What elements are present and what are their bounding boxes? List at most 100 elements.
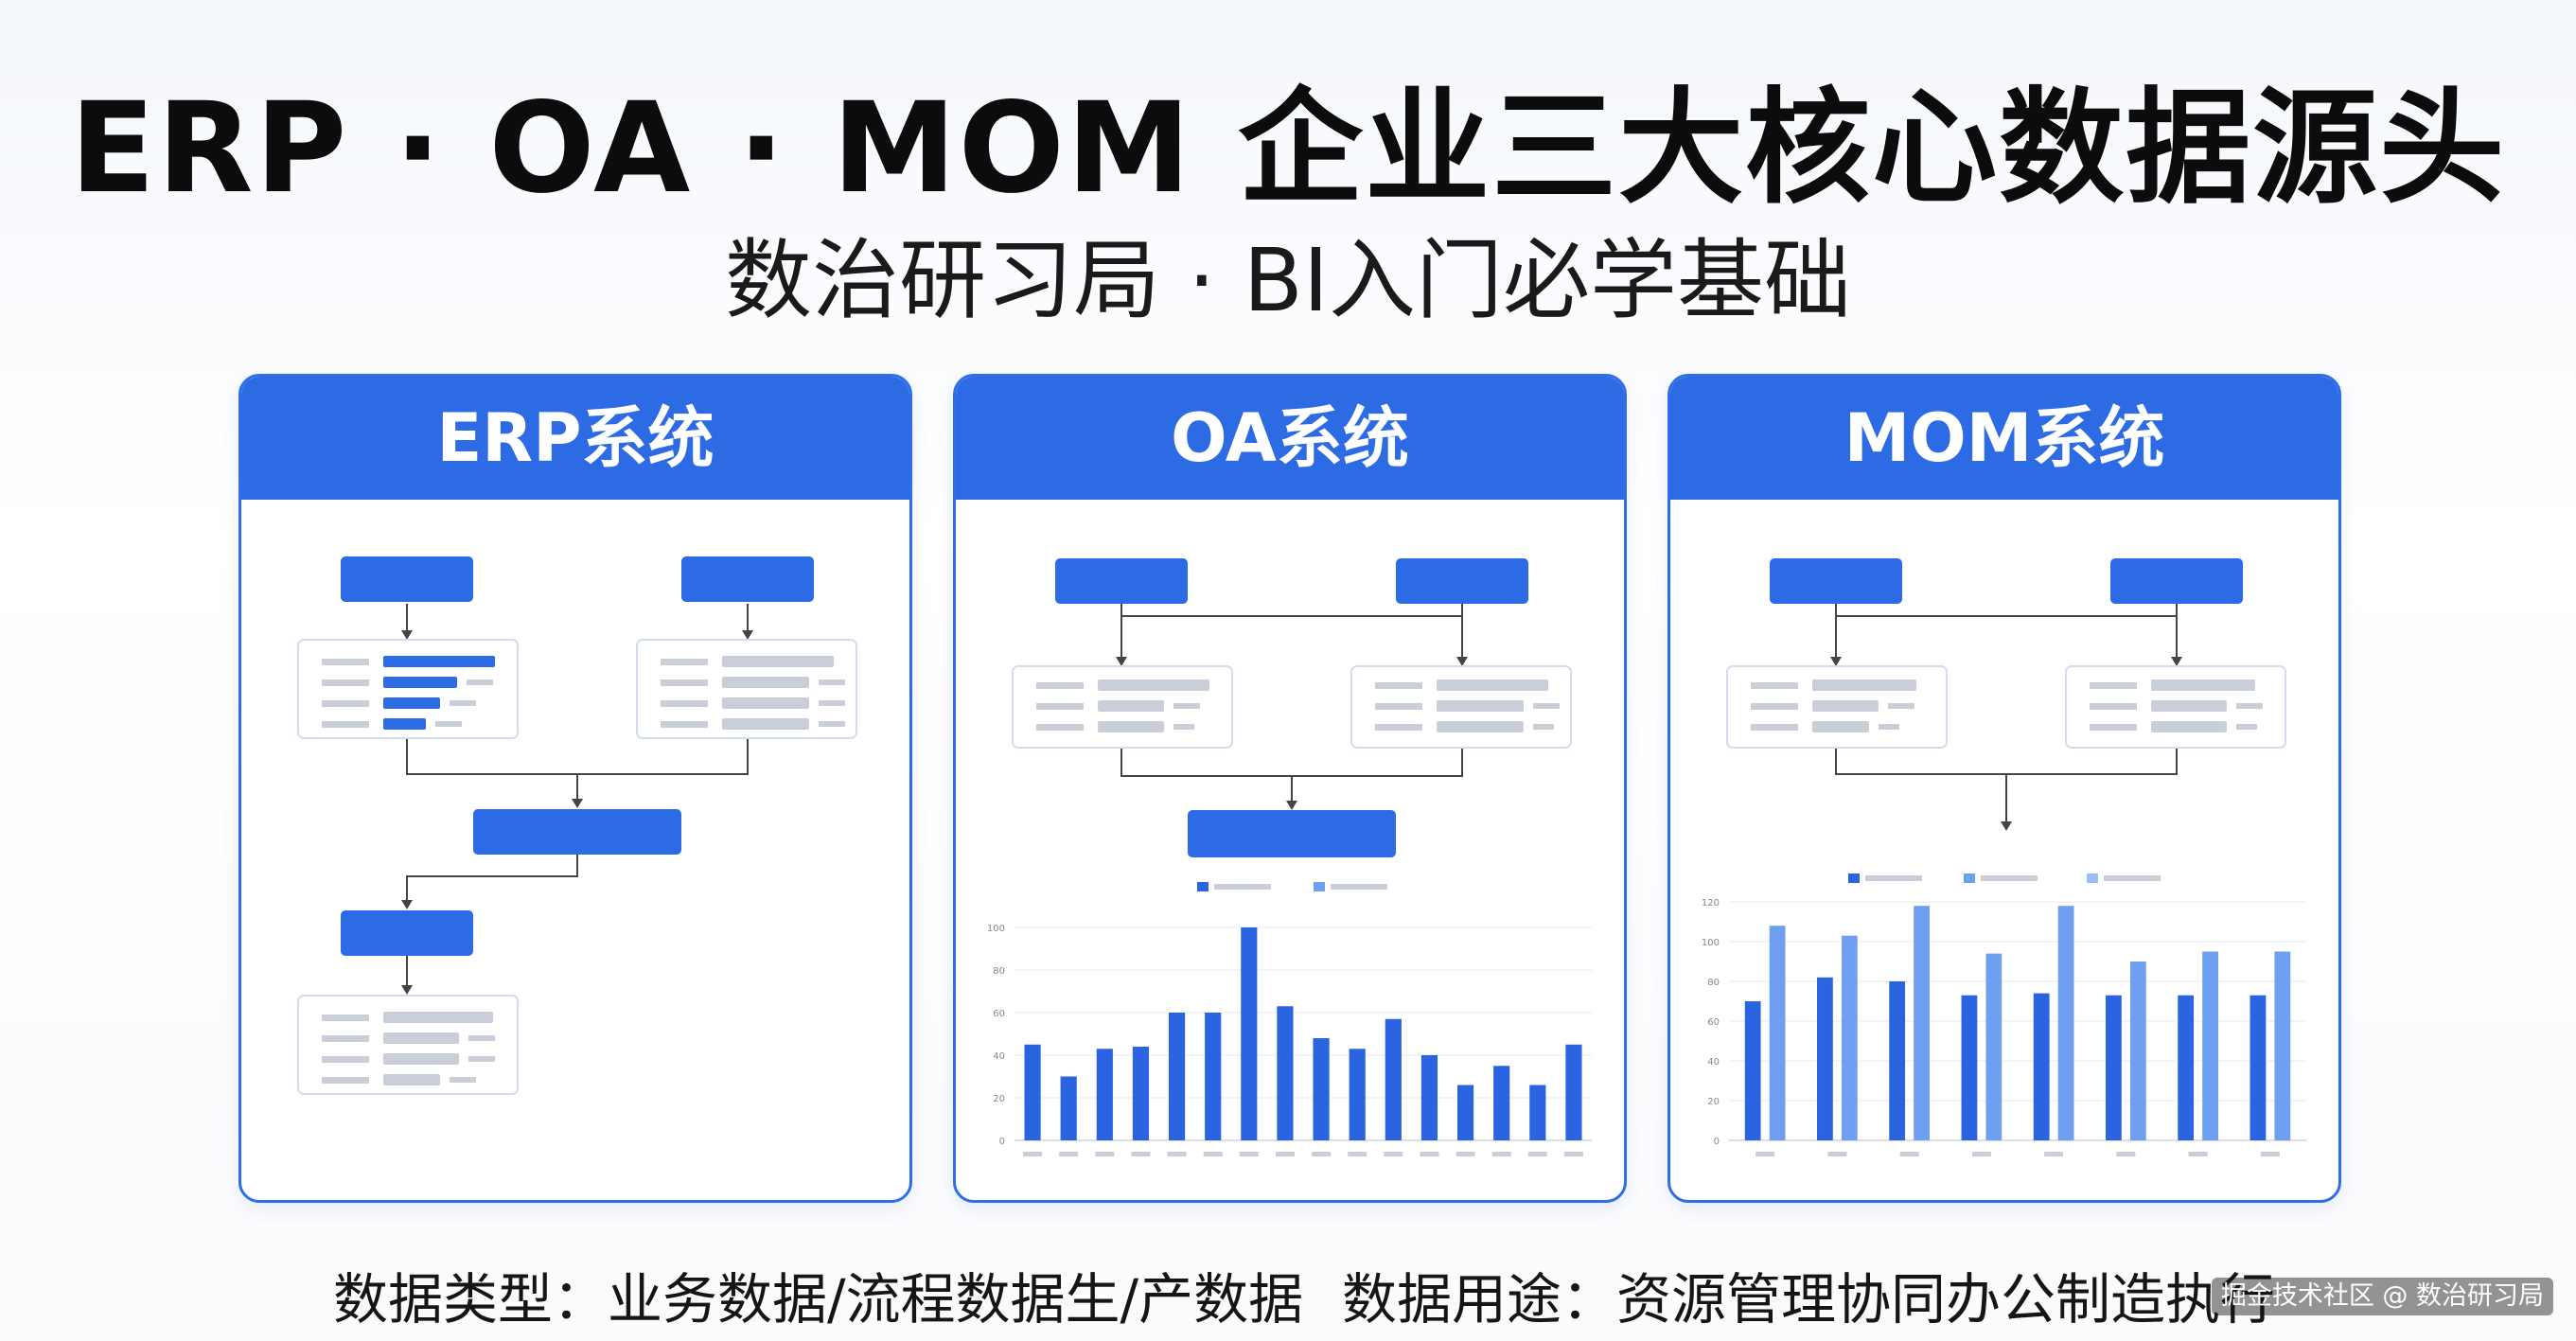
mom-chart-bar — [1841, 935, 1858, 1140]
mom-chart-bar — [1817, 977, 1833, 1140]
oa-chart-bar — [1132, 1047, 1150, 1140]
mom-chart-xtick-label — [2116, 1152, 2136, 1156]
page-subtitle: 数治研习局 · BI入门必学基础 — [725, 230, 1851, 331]
oa-chart-xtick-label — [1491, 1152, 1511, 1156]
watermark: 掘金技术社区 @ 数治研习局 — [2211, 1278, 2553, 1315]
mom-chart-bar — [2129, 962, 2146, 1140]
mom-chart-ytick-label: 20 — [1707, 1097, 1720, 1107]
oa-chart-xtick-label — [1203, 1152, 1223, 1156]
erp-node-top-left — [341, 556, 473, 602]
erp-panel: ERP系统 — [238, 374, 912, 1203]
mom-chart-bar — [2250, 995, 2267, 1140]
mom-chart-xtick-label — [1756, 1152, 1775, 1156]
oa-chart-xtick-label — [1023, 1152, 1043, 1156]
oa-chart-xtick-label — [1312, 1152, 1332, 1156]
oa-card-left — [1012, 665, 1233, 749]
oa-bar-chart: 0 20 40 60 80 100 — [987, 924, 1592, 1156]
oa-chart-xtick-label — [1059, 1152, 1079, 1156]
oa-chart-ytick-label: 20 — [993, 1094, 1005, 1104]
oa-chart-bar — [1277, 1006, 1294, 1140]
mom-chart-bar — [2202, 951, 2218, 1140]
oa-chart-bar — [1529, 1085, 1546, 1140]
oa-chart-xtick-label — [1239, 1152, 1259, 1156]
oa-chart-ytick-label: 80 — [993, 966, 1005, 977]
page-title: ERP · OA · MOM 企业三大核心数据源头 — [69, 76, 2507, 221]
mom-chart-bar — [2057, 906, 2074, 1140]
mom-node-top-left — [1770, 558, 1902, 604]
mom-chart-bar — [2106, 995, 2122, 1140]
oa-panel-title: OA系统 — [956, 377, 1624, 500]
oa-chart-xtick-label — [1527, 1152, 1547, 1156]
mom-chart-bar — [1744, 1001, 1761, 1140]
mom-chart-bar — [1985, 953, 2003, 1140]
footer-data-types: 数据类型：业务数据/流程数据生/产数据 — [333, 1267, 1304, 1332]
mom-chart-ytick-label: 0 — [1714, 1137, 1720, 1147]
oa-chart-xtick-label — [1095, 1152, 1115, 1156]
mom-chart-bar — [1889, 981, 1906, 1140]
footer-data-uses: 数据用途：资源管理协同办公制造执行 — [1342, 1267, 2276, 1332]
oa-card-right — [1350, 665, 1572, 749]
oa-chart-xtick-label — [1420, 1152, 1439, 1156]
erp-node-bottom — [341, 910, 473, 956]
oa-node-top-right — [1396, 558, 1528, 604]
oa-panel: OA系统 — [953, 374, 1627, 1203]
erp-card-left — [297, 639, 519, 739]
mom-chart-ytick-label: 100 — [1702, 938, 1720, 948]
mom-chart-xtick-label — [2260, 1152, 2280, 1156]
mom-chart-xtick-label — [1971, 1152, 1991, 1156]
mom-chart-bar — [1769, 926, 1786, 1140]
mom-panel-title: MOM系统 — [1670, 377, 2338, 500]
oa-chart-bar — [1241, 927, 1258, 1140]
oa-chart-xtick-label — [1167, 1152, 1187, 1156]
erp-node-merge — [473, 809, 681, 855]
oa-node-top-left — [1055, 558, 1188, 604]
oa-chart-bar — [1060, 1076, 1077, 1140]
mom-chart-xtick-label — [2044, 1152, 2064, 1156]
mom-chart-ytick-label: 120 — [1702, 898, 1720, 909]
oa-chart-ytick-label: 40 — [993, 1051, 1005, 1062]
mom-chart-bar — [2274, 951, 2291, 1140]
oa-chart-xtick-label — [1131, 1152, 1151, 1156]
mom-chart-legend — [1848, 873, 2161, 883]
oa-chart-legend — [1197, 882, 1387, 891]
oa-chart-bar — [1456, 1085, 1474, 1140]
oa-chart-bar — [1565, 1044, 1582, 1140]
mom-chart-bar — [2033, 993, 2050, 1140]
oa-chart-ytick-label: 60 — [993, 1009, 1005, 1019]
mom-chart-ytick-label: 80 — [1707, 978, 1720, 988]
mom-chart-bar — [1914, 906, 1930, 1140]
erp-card-bottom — [297, 995, 519, 1095]
oa-chart-xtick-label — [1563, 1152, 1583, 1156]
oa-chart-xtick-label — [1348, 1152, 1367, 1156]
oa-chart-bar — [1168, 1013, 1186, 1140]
oa-chart-ytick-label: 100 — [987, 924, 1005, 934]
mom-chart-bar — [2178, 995, 2195, 1140]
mom-chart-ytick-label: 60 — [1707, 1017, 1720, 1028]
oa-flow-diagram: 0 20 40 60 80 100 — [987, 558, 1592, 1156]
mom-card-left — [1726, 665, 1948, 749]
oa-chart-xtick-label — [1275, 1152, 1295, 1156]
mom-chart-xtick-label — [1827, 1152, 1847, 1156]
oa-chart-ytick-label: 0 — [999, 1137, 1005, 1147]
oa-chart-bar — [1385, 1018, 1402, 1140]
mom-chart-xtick-label — [2188, 1152, 2208, 1156]
oa-chart-bar — [1349, 1049, 1366, 1140]
mom-flow-diagram: 0 20 40 60 80 100 120 — [1702, 558, 2306, 1156]
erp-node-top-right — [681, 556, 814, 602]
oa-node-merge — [1188, 810, 1396, 857]
erp-flow-diagram — [297, 556, 857, 1095]
oa-chart-bar — [1024, 1044, 1041, 1140]
oa-chart-bar — [1313, 1038, 1330, 1140]
oa-chart-bar — [1096, 1049, 1113, 1140]
mom-card-right — [2065, 665, 2286, 749]
mom-chart-xtick-label — [1899, 1152, 1919, 1156]
mom-panel: MOM系统 — [1667, 374, 2341, 1203]
oa-chart-xtick-label — [1384, 1152, 1403, 1156]
erp-card-right — [636, 639, 857, 739]
oa-chart-bar — [1493, 1066, 1510, 1140]
erp-panel-title: ERP系统 — [241, 377, 909, 500]
mom-bar-chart: 0 20 40 60 80 100 120 — [1702, 898, 2306, 1156]
oa-chart-xtick-label — [1456, 1152, 1475, 1156]
oa-chart-bar — [1420, 1055, 1438, 1140]
mom-chart-ytick-label: 40 — [1707, 1057, 1720, 1068]
